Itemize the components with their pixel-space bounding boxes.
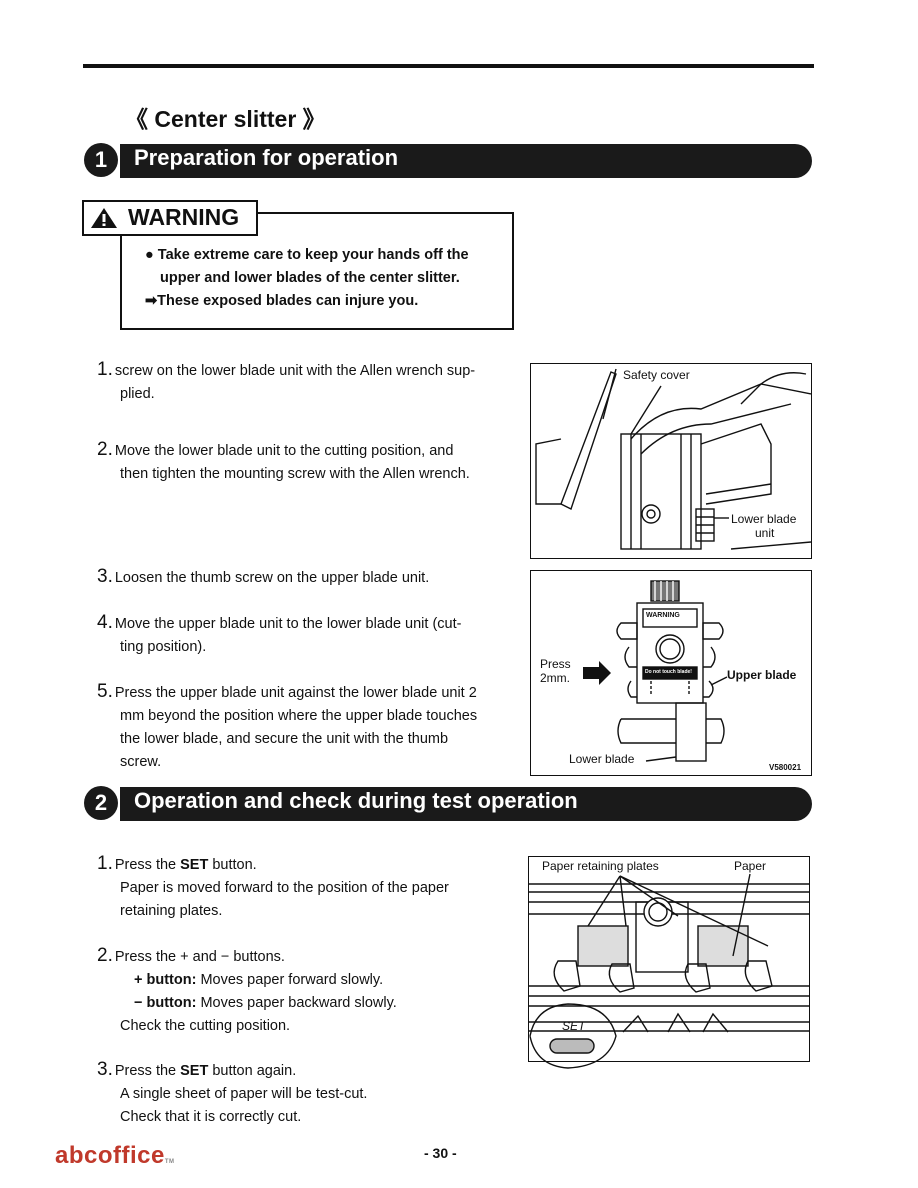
label-upper-blade: Upper blade	[727, 668, 797, 682]
banner-bar	[120, 787, 812, 821]
section-banner-preparation: 1 Preparation for operation	[84, 143, 812, 178]
warning-line-3: ➡These exposed blades can injure you.	[145, 293, 419, 309]
label-press-2mm: 2mm.	[540, 671, 570, 685]
label-lower-blade-unit: unit	[755, 526, 775, 540]
banner-bar	[120, 144, 812, 178]
section-number: 2	[84, 786, 118, 820]
warning-top-rule	[250, 212, 512, 214]
step-2-1: 1.Press the SET button. Paper is moved f…	[97, 853, 449, 919]
sticker-text: Do not touch blade!	[645, 669, 692, 675]
warning-tag-text: WARNING	[646, 612, 680, 619]
figure-frame	[528, 856, 810, 1062]
label-set: SET	[562, 1019, 586, 1033]
section-heading: Preparation for operation	[134, 145, 399, 170]
top-rule	[83, 64, 814, 68]
abcoffice-logo: abcofficeTM	[55, 1142, 175, 1169]
label-safety-cover: Safety cover	[623, 368, 690, 382]
section-heading: Operation and check during test operatio…	[134, 788, 578, 813]
page-number: - 30 -	[424, 1145, 457, 1161]
step-4: 4.Move the upper blade unit to the lower…	[97, 612, 462, 655]
label-paper-retaining-plates: Paper retaining plates	[542, 859, 659, 873]
step-2-3: 3.Press the SET button again. A single s…	[97, 1059, 368, 1125]
label-lower-blade: Lower blade	[569, 752, 635, 766]
section-number: 1	[84, 143, 118, 177]
warning-title: WARNING	[128, 204, 240, 230]
step-5: 5.Press the upper blade unit against the…	[97, 681, 478, 770]
warning-box	[120, 212, 514, 330]
warning-line-1: ● Take extreme care to keep your hands o…	[145, 247, 469, 263]
step-2-2: 2.Press the + and − buttons. + button: M…	[97, 945, 397, 1034]
label-paper: Paper	[734, 859, 767, 873]
lower-blade-illustration	[535, 368, 811, 550]
figure-upper-blade: WARNING Do not touch blade! Press 2mm. U…	[530, 570, 812, 776]
warning-label: WARNING	[82, 200, 258, 236]
figure-paper-plates: Paper retaining plates Paper SET	[528, 856, 810, 1069]
section-title: 《 Center slitter 》	[125, 106, 326, 132]
warning-triangle-icon	[91, 208, 117, 228]
upper-blade-illustration	[583, 580, 728, 762]
step-3: 3.Loosen the thumb screw on the upper bl…	[97, 566, 430, 587]
label-lower-blade: Lower blade	[731, 512, 797, 526]
warning-line-2: upper and lower blades of the center sli…	[160, 270, 460, 286]
paper-plates-illustration	[528, 873, 810, 1069]
section-banner-operation: 2 Operation and check during test operat…	[84, 786, 812, 821]
step-2: 2.Move the lower blade unit to the cutti…	[97, 439, 470, 482]
step-1: 1.screw on the lower blade unit with the…	[97, 359, 476, 402]
figure-code: V580021	[769, 763, 802, 772]
label-press: Press	[540, 657, 571, 671]
figure-lower-blade: Safety cover Lower blade unit	[530, 363, 812, 559]
